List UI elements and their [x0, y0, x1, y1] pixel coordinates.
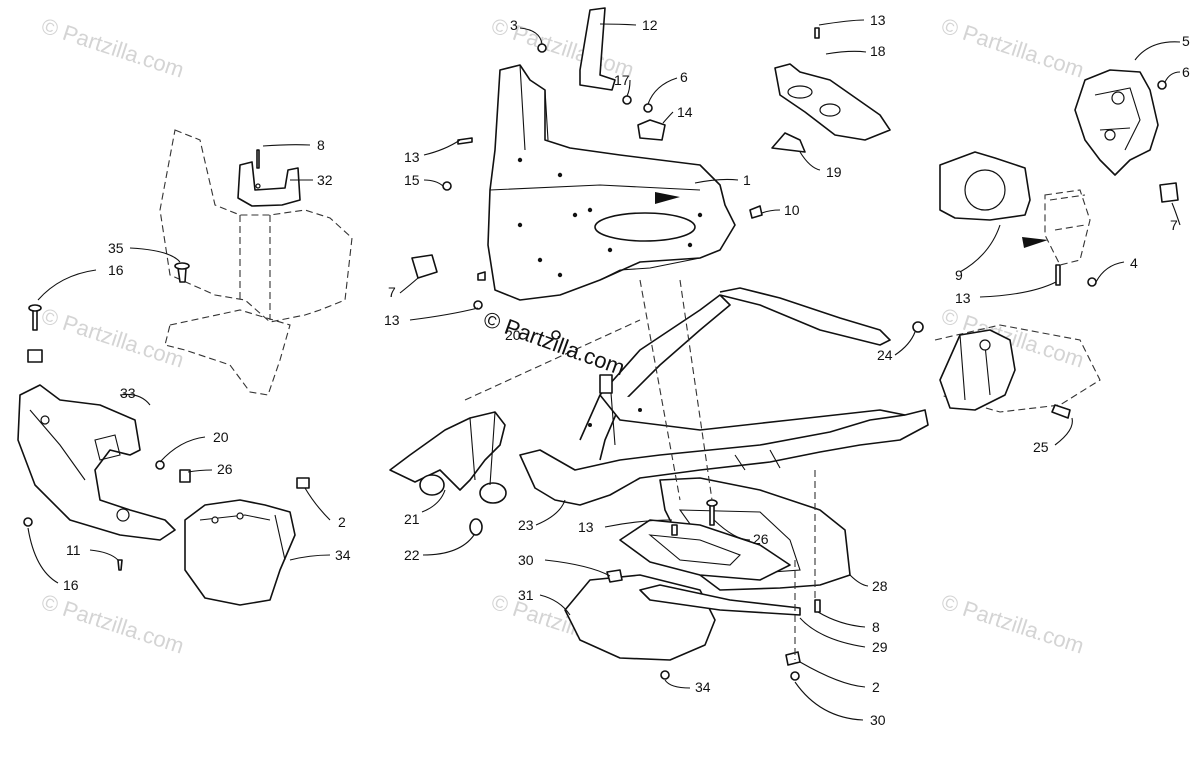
watermark: © Partzilla.com — [38, 589, 187, 659]
callout-label: 13 — [578, 519, 594, 535]
callout-label: 11 — [66, 542, 81, 558]
callout-label: 13 — [384, 312, 400, 328]
callout-label: 22 — [404, 547, 420, 563]
callout-label: 4 — [1130, 255, 1138, 271]
callout-label: 34 — [335, 547, 351, 563]
callout-label: 14 — [677, 104, 693, 120]
left-small-hardware — [23, 149, 310, 571]
watermark: © Partzilla.com — [38, 13, 187, 83]
part-7-bumper-center — [411, 254, 438, 279]
callout-label: 3 — [510, 17, 518, 33]
callout-label: 13 — [870, 12, 886, 28]
part-12-plate — [579, 7, 616, 91]
callout-label: 7 — [1170, 217, 1178, 233]
callout-label: 13 — [404, 149, 420, 165]
forward-arrow-icon — [1022, 237, 1048, 248]
part-18-top-plate — [774, 63, 891, 141]
callout-label: 2 — [338, 514, 346, 530]
watermark: © Partzilla.com — [938, 589, 1087, 659]
part-10-clip — [749, 205, 763, 219]
part-14-clip — [637, 119, 666, 141]
callout-label: 16 — [63, 577, 79, 593]
watermark: © Partzilla.com — [38, 303, 187, 373]
callout-label: 34 — [695, 679, 711, 695]
center-hardware — [442, 27, 820, 340]
callout-label: 32 — [317, 172, 333, 188]
callout-label: 10 — [784, 202, 800, 218]
right-hardware — [912, 80, 1179, 419]
callout-label: 9 — [955, 267, 963, 283]
part-19-gusset — [771, 132, 806, 153]
callout-label: 24 — [877, 347, 893, 363]
callout-label: 21 — [404, 511, 420, 527]
center-construction-lines — [464, 279, 816, 660]
callout-label: 8 — [317, 137, 325, 153]
part-1-main-bulkhead — [487, 64, 736, 301]
callout-label: 31 — [518, 587, 534, 603]
callout-label: 18 — [870, 43, 886, 59]
callout-label: 30 — [518, 552, 534, 568]
callout-label: 5 — [1182, 33, 1190, 49]
callout-label: 2 — [872, 679, 880, 695]
callout-label: 16 — [108, 262, 124, 278]
callout-label: 26 — [217, 461, 233, 477]
callout-label: 12 — [642, 17, 658, 33]
callout-label: 25 — [1033, 439, 1049, 455]
callout-label: 28 — [872, 578, 888, 594]
part-5-bracket-assembly — [1074, 69, 1159, 176]
part-21-left-arm — [389, 411, 507, 504]
watermark: © Partzilla.com — [938, 13, 1087, 83]
callout-label: 8 — [872, 619, 880, 635]
left-leaders — [27, 144, 331, 584]
callout-label: 7 — [388, 284, 396, 300]
part-32-skid — [564, 574, 716, 661]
center-leaders — [399, 19, 869, 721]
callout-labels: 8 32 35 16 33 20 26 2 34 11 16 3 12 17 6… — [63, 12, 1190, 728]
callout-label: 26 — [753, 531, 769, 547]
callout-label: 6 — [680, 69, 688, 85]
callout-label: 35 — [108, 240, 124, 256]
part-9-plate — [939, 151, 1031, 221]
part-26-plate — [619, 519, 791, 581]
part-34-right-skid — [184, 499, 296, 606]
right-bracket-dashed — [934, 189, 1101, 413]
right-leaders — [894, 41, 1181, 446]
callout-label: 20 — [213, 429, 229, 445]
right-lower-bracket — [939, 329, 1016, 411]
callout-label: 1 — [743, 172, 751, 188]
callout-label: 19 — [826, 164, 842, 180]
callout-label: 29 — [872, 639, 888, 655]
callout-label: 17 — [614, 72, 630, 88]
callout-label: 13 — [955, 290, 971, 306]
part-34-left-skid — [17, 384, 176, 541]
left-dashed-panel — [159, 129, 353, 396]
center-watermark: © Partzilla.com — [480, 306, 628, 380]
callout-label: 15 — [404, 172, 420, 188]
callout-label: 23 — [518, 517, 534, 533]
callout-label: 30 — [870, 712, 886, 728]
part-29-strap — [639, 584, 801, 616]
part-33-bracket — [237, 161, 301, 207]
callout-label: 6 — [1182, 64, 1190, 80]
part-23-main-frame — [519, 287, 929, 506]
part-22-bolt — [469, 518, 483, 536]
callout-label: 33 — [120, 385, 136, 401]
forward-arrow-icon — [655, 192, 680, 204]
callout-label: 20 — [505, 327, 521, 343]
